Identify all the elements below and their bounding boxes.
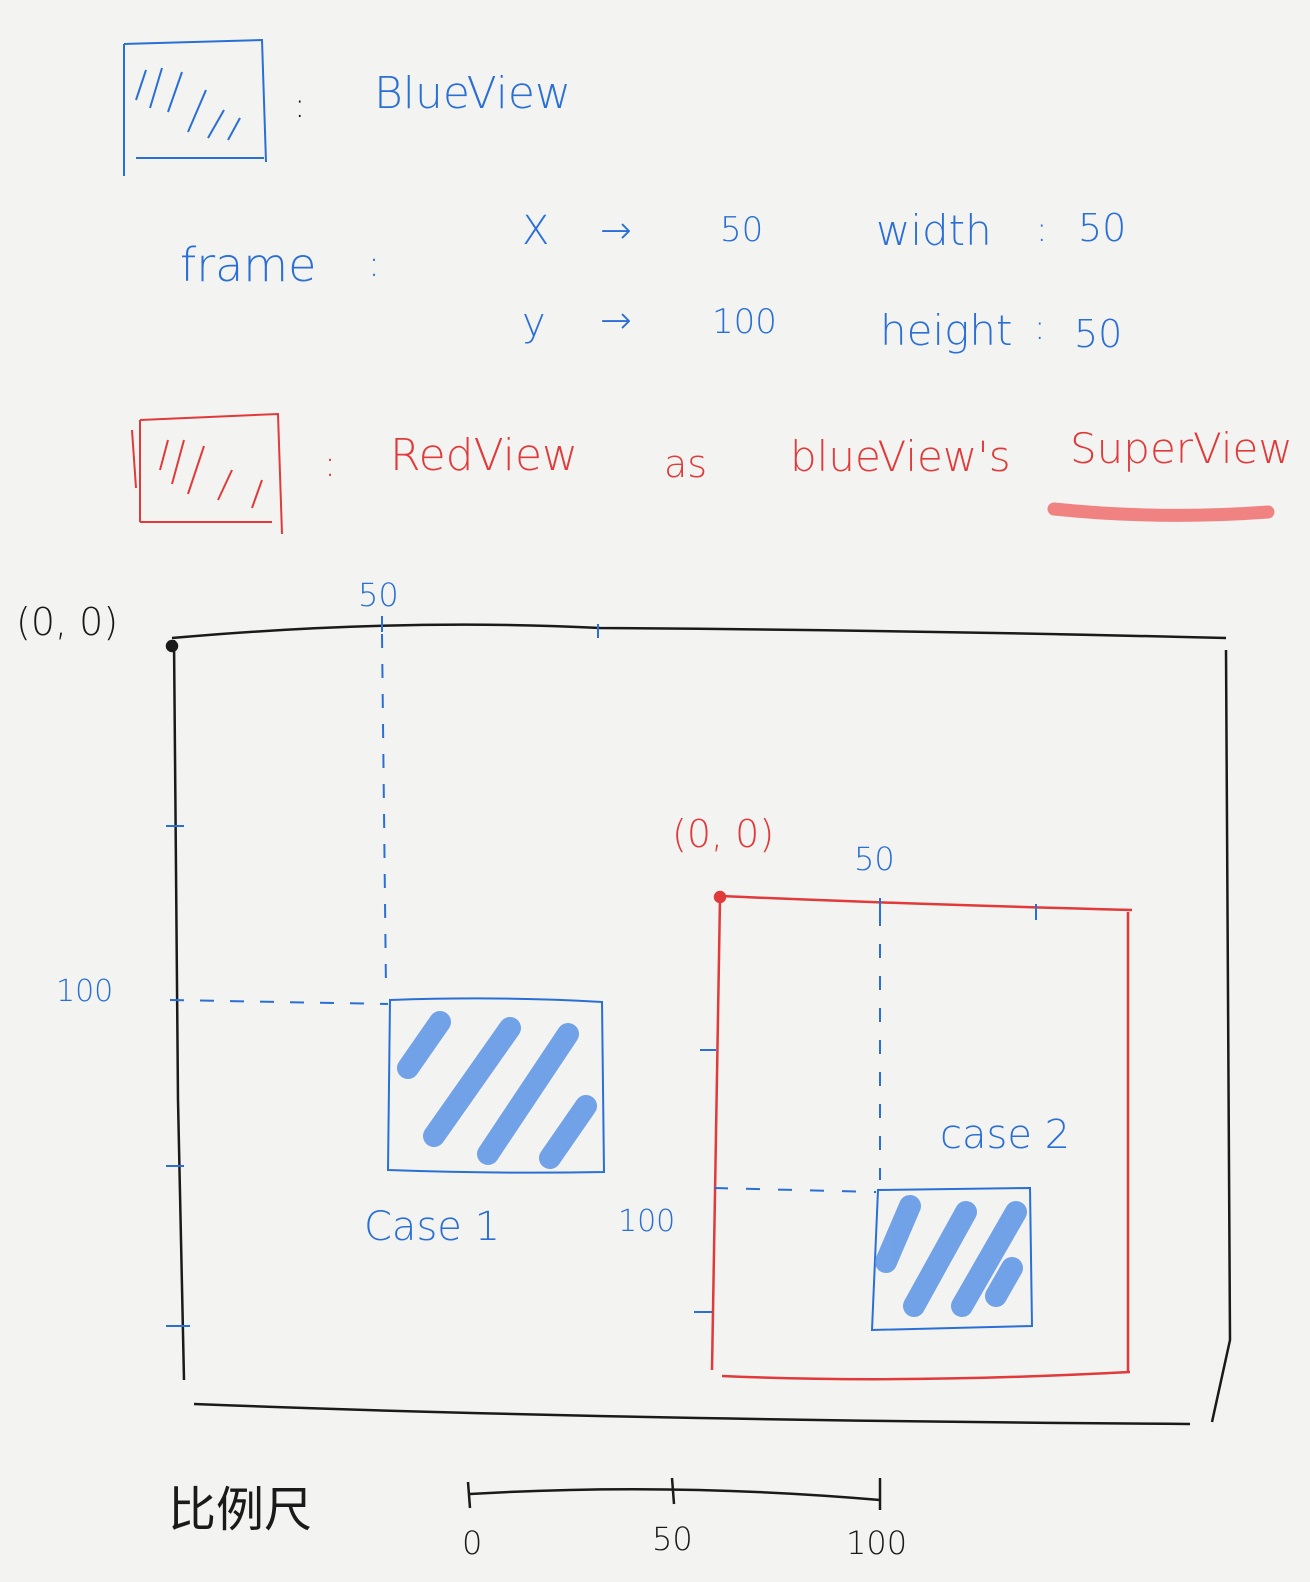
case2-y-tick-label: 100 <box>618 1204 676 1239</box>
frame-colon: : <box>368 244 381 285</box>
frame-x-arrow: → <box>600 208 632 252</box>
redview-owner: blueView's <box>790 432 1011 481</box>
case1-ticks <box>166 616 599 1327</box>
case1-y-tick-label: 100 <box>56 974 114 1009</box>
scale-tick-100: 100 <box>846 1524 908 1562</box>
frame-y-arrow: → <box>600 298 632 342</box>
frame-width-sep: : <box>1036 210 1048 250</box>
frame-x-key: X <box>522 208 550 254</box>
case2-caption: case 2 <box>940 1112 1071 1158</box>
frame-x-value: 50 <box>720 210 764 250</box>
redview-label: RedView <box>390 430 579 481</box>
blueview-legend-swatch <box>123 38 267 176</box>
case2-guides <box>713 912 881 1193</box>
redview-as: as <box>664 442 708 486</box>
frame-height-label: height <box>880 306 1013 355</box>
case1-blueview <box>386 997 606 1174</box>
frame-label: frame <box>180 238 317 292</box>
case2-x-tick-label: 50 <box>854 840 895 878</box>
case2-origin-label: (0, 0) <box>672 812 775 856</box>
redview-superview: SuperView <box>1070 424 1293 473</box>
blue-legend-colon: : <box>294 86 306 126</box>
red-legend-colon: : <box>324 444 337 485</box>
superview-highlight <box>1047 502 1275 522</box>
scale-bar <box>466 1477 882 1510</box>
blueview-label: BlueView <box>374 68 571 119</box>
scale-label: 比例尺 <box>168 1482 313 1538</box>
frame-y-key: y <box>522 300 546 346</box>
redview-legend-swatch <box>131 412 283 535</box>
scale-tick-0: 0 <box>462 1524 483 1562</box>
case1-x-tick-label: 50 <box>358 576 399 614</box>
frame-width-label: width <box>876 206 992 255</box>
frame-height-sep: : <box>1034 308 1046 348</box>
case2-blueview <box>870 1186 1034 1332</box>
frame-height-value: 50 <box>1074 312 1123 356</box>
frame-y-value: 100 <box>712 302 777 342</box>
case1-caption: Case 1 <box>364 1204 501 1250</box>
case2-redview-frame <box>710 890 1133 1381</box>
case1-superview-frame <box>165 623 1232 1426</box>
case1-origin-label: (0, 0) <box>16 600 119 644</box>
case1-guides <box>169 633 389 1005</box>
scale-tick-50: 50 <box>652 1520 693 1558</box>
frame-width-value: 50 <box>1078 206 1127 250</box>
case2-ticks <box>694 898 1037 1313</box>
